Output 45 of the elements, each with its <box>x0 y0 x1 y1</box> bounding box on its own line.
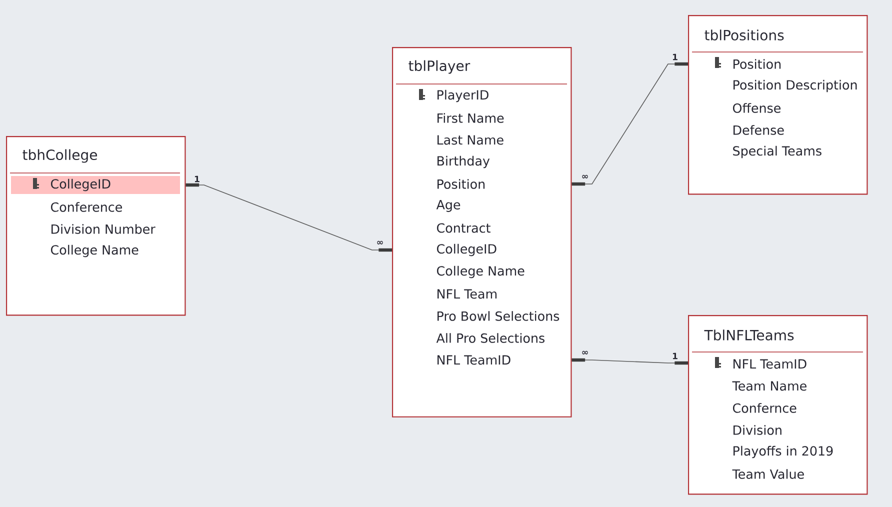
relationship-line <box>572 62 688 186</box>
relationship-line <box>572 358 688 365</box>
table-title: TblNFLTeams <box>704 330 794 340</box>
field-name: College Name <box>436 266 524 278</box>
cardinality-mark: ∞ <box>377 240 383 244</box>
table-box <box>6 136 186 316</box>
field-name: College Name <box>50 244 138 258</box>
field-name: Pro Bowl Selections <box>438 311 560 321</box>
cardinality-mark: 1 <box>672 352 678 360</box>
field-name: CollegeID <box>50 178 110 192</box>
field-name: Position <box>734 59 781 69</box>
field-name: Last Name <box>438 135 504 145</box>
field-name: Defense <box>734 125 784 135</box>
table-title: tblPositions <box>704 30 784 40</box>
field-name: NFL Team <box>438 289 497 299</box>
field-name: Team Value <box>732 469 804 479</box>
field-name: Playoffs in 2019 <box>734 446 833 458</box>
field-name: Age <box>436 200 460 212</box>
relationship-line <box>186 183 392 252</box>
field-name: Position <box>438 179 485 189</box>
table-title: tblPlayer <box>408 60 470 74</box>
cardinality-mark: ∞ <box>582 350 588 354</box>
field-name: Birthday <box>438 156 490 168</box>
field-name: Offense <box>732 103 781 113</box>
cardinality-mark: ∞ <box>582 174 588 178</box>
field-name: Contract <box>436 223 490 233</box>
table-box <box>392 47 572 418</box>
field-name: Division <box>734 425 782 435</box>
field-name: NFL TeamID <box>438 355 510 365</box>
cardinality-mark: 1 <box>194 176 200 182</box>
field-name: Division Number <box>52 224 156 234</box>
field-name: Special Teams <box>733 146 822 158</box>
field-name: CollegeID <box>436 244 496 256</box>
field-name: Confernce <box>732 403 796 413</box>
cardinality-mark: 1 <box>672 54 678 60</box>
table-box <box>688 315 868 495</box>
table-box <box>688 15 868 195</box>
field-name: NFL TeamID <box>734 359 806 369</box>
field-name: All Pro Selections <box>436 333 544 343</box>
field-name: Position Description <box>734 80 857 92</box>
field-name: First Name <box>438 113 504 123</box>
field-name: Conference <box>50 202 122 212</box>
field-name: Team Name <box>732 381 806 391</box>
table-title: tbhCollege <box>22 149 97 163</box>
field-name: PlayerID <box>438 90 488 102</box>
